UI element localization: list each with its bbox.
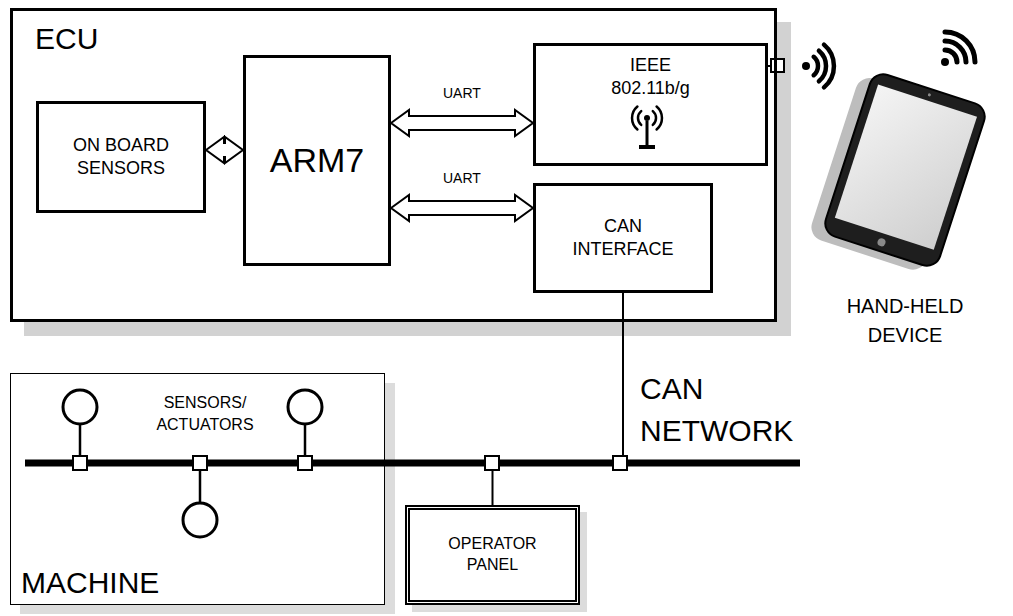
wifi-dot — [941, 58, 949, 66]
tablet-camera — [928, 93, 932, 97]
antenna-symbol — [644, 115, 650, 121]
antenna-symbol — [639, 145, 655, 149]
wifi-module-box: IEEE 802.11b/g — [533, 43, 768, 166]
wave-dot — [802, 62, 810, 70]
operator-panel-box: OPERATOR PANEL — [405, 505, 580, 605]
bus-tap — [485, 456, 499, 470]
processor-box: ARM7 — [243, 55, 391, 266]
device-label: HAND-HELD DEVICE — [825, 292, 985, 350]
bus-arrow — [391, 110, 533, 136]
ecu-box: ECU ON BOARD SENSORS ARM7 IEEE 802.11b/gCAN… — [10, 8, 777, 322]
radio-waves — [814, 45, 834, 88]
network-label: CAN NETWORK — [640, 368, 800, 452]
bus-tap — [73, 456, 87, 470]
node-text: IEEE 802.11b/g — [596, 54, 706, 101]
tablet-illustration — [808, 67, 989, 277]
node-text: CAN INTERFACE — [563, 215, 683, 262]
can-bus-line — [25, 460, 800, 467]
tablet-screen — [835, 85, 977, 250]
node-text: ON BOARD SENSORS — [51, 134, 191, 181]
sensor-symbol — [63, 390, 97, 424]
wifi-icon — [945, 32, 975, 62]
node-text: ARM7 — [270, 138, 364, 182]
tablet-body — [822, 71, 989, 270]
bus-tap — [298, 456, 312, 470]
edge-label: UART — [443, 84, 481, 104]
machine-ground — [10, 373, 385, 605]
bus-devices-label: SENSORS/ ACTUATORS — [145, 392, 265, 437]
can-wire — [385, 293, 623, 463]
bus-arrow — [391, 195, 533, 221]
tablet-button — [876, 237, 886, 247]
edge-label: UART — [443, 169, 481, 189]
antenna-port — [771, 59, 784, 72]
bus-arrow — [206, 137, 243, 163]
sensor-box: ON BOARD SENSORS — [36, 101, 206, 213]
sensor-symbol — [288, 390, 322, 424]
bus-tap — [613, 456, 627, 470]
node-text: OPERATOR PANEL — [433, 534, 553, 576]
actuator-symbol — [183, 503, 217, 537]
panel-ground — [405, 505, 580, 605]
ecu-ground — [10, 8, 777, 322]
stub-wire — [199, 470, 202, 503]
bus-tap — [193, 456, 207, 470]
antenna-symbol — [646, 121, 649, 146]
antenna-waves — [632, 107, 662, 130]
stub-wire — [304, 424, 307, 456]
node-text: MACHINE — [21, 563, 159, 602]
stub-wire — [79, 424, 82, 456]
node-text: ECU — [35, 19, 98, 58]
can-interface-box: CAN INTERFACE — [533, 183, 713, 293]
can-wire — [493, 293, 624, 505]
